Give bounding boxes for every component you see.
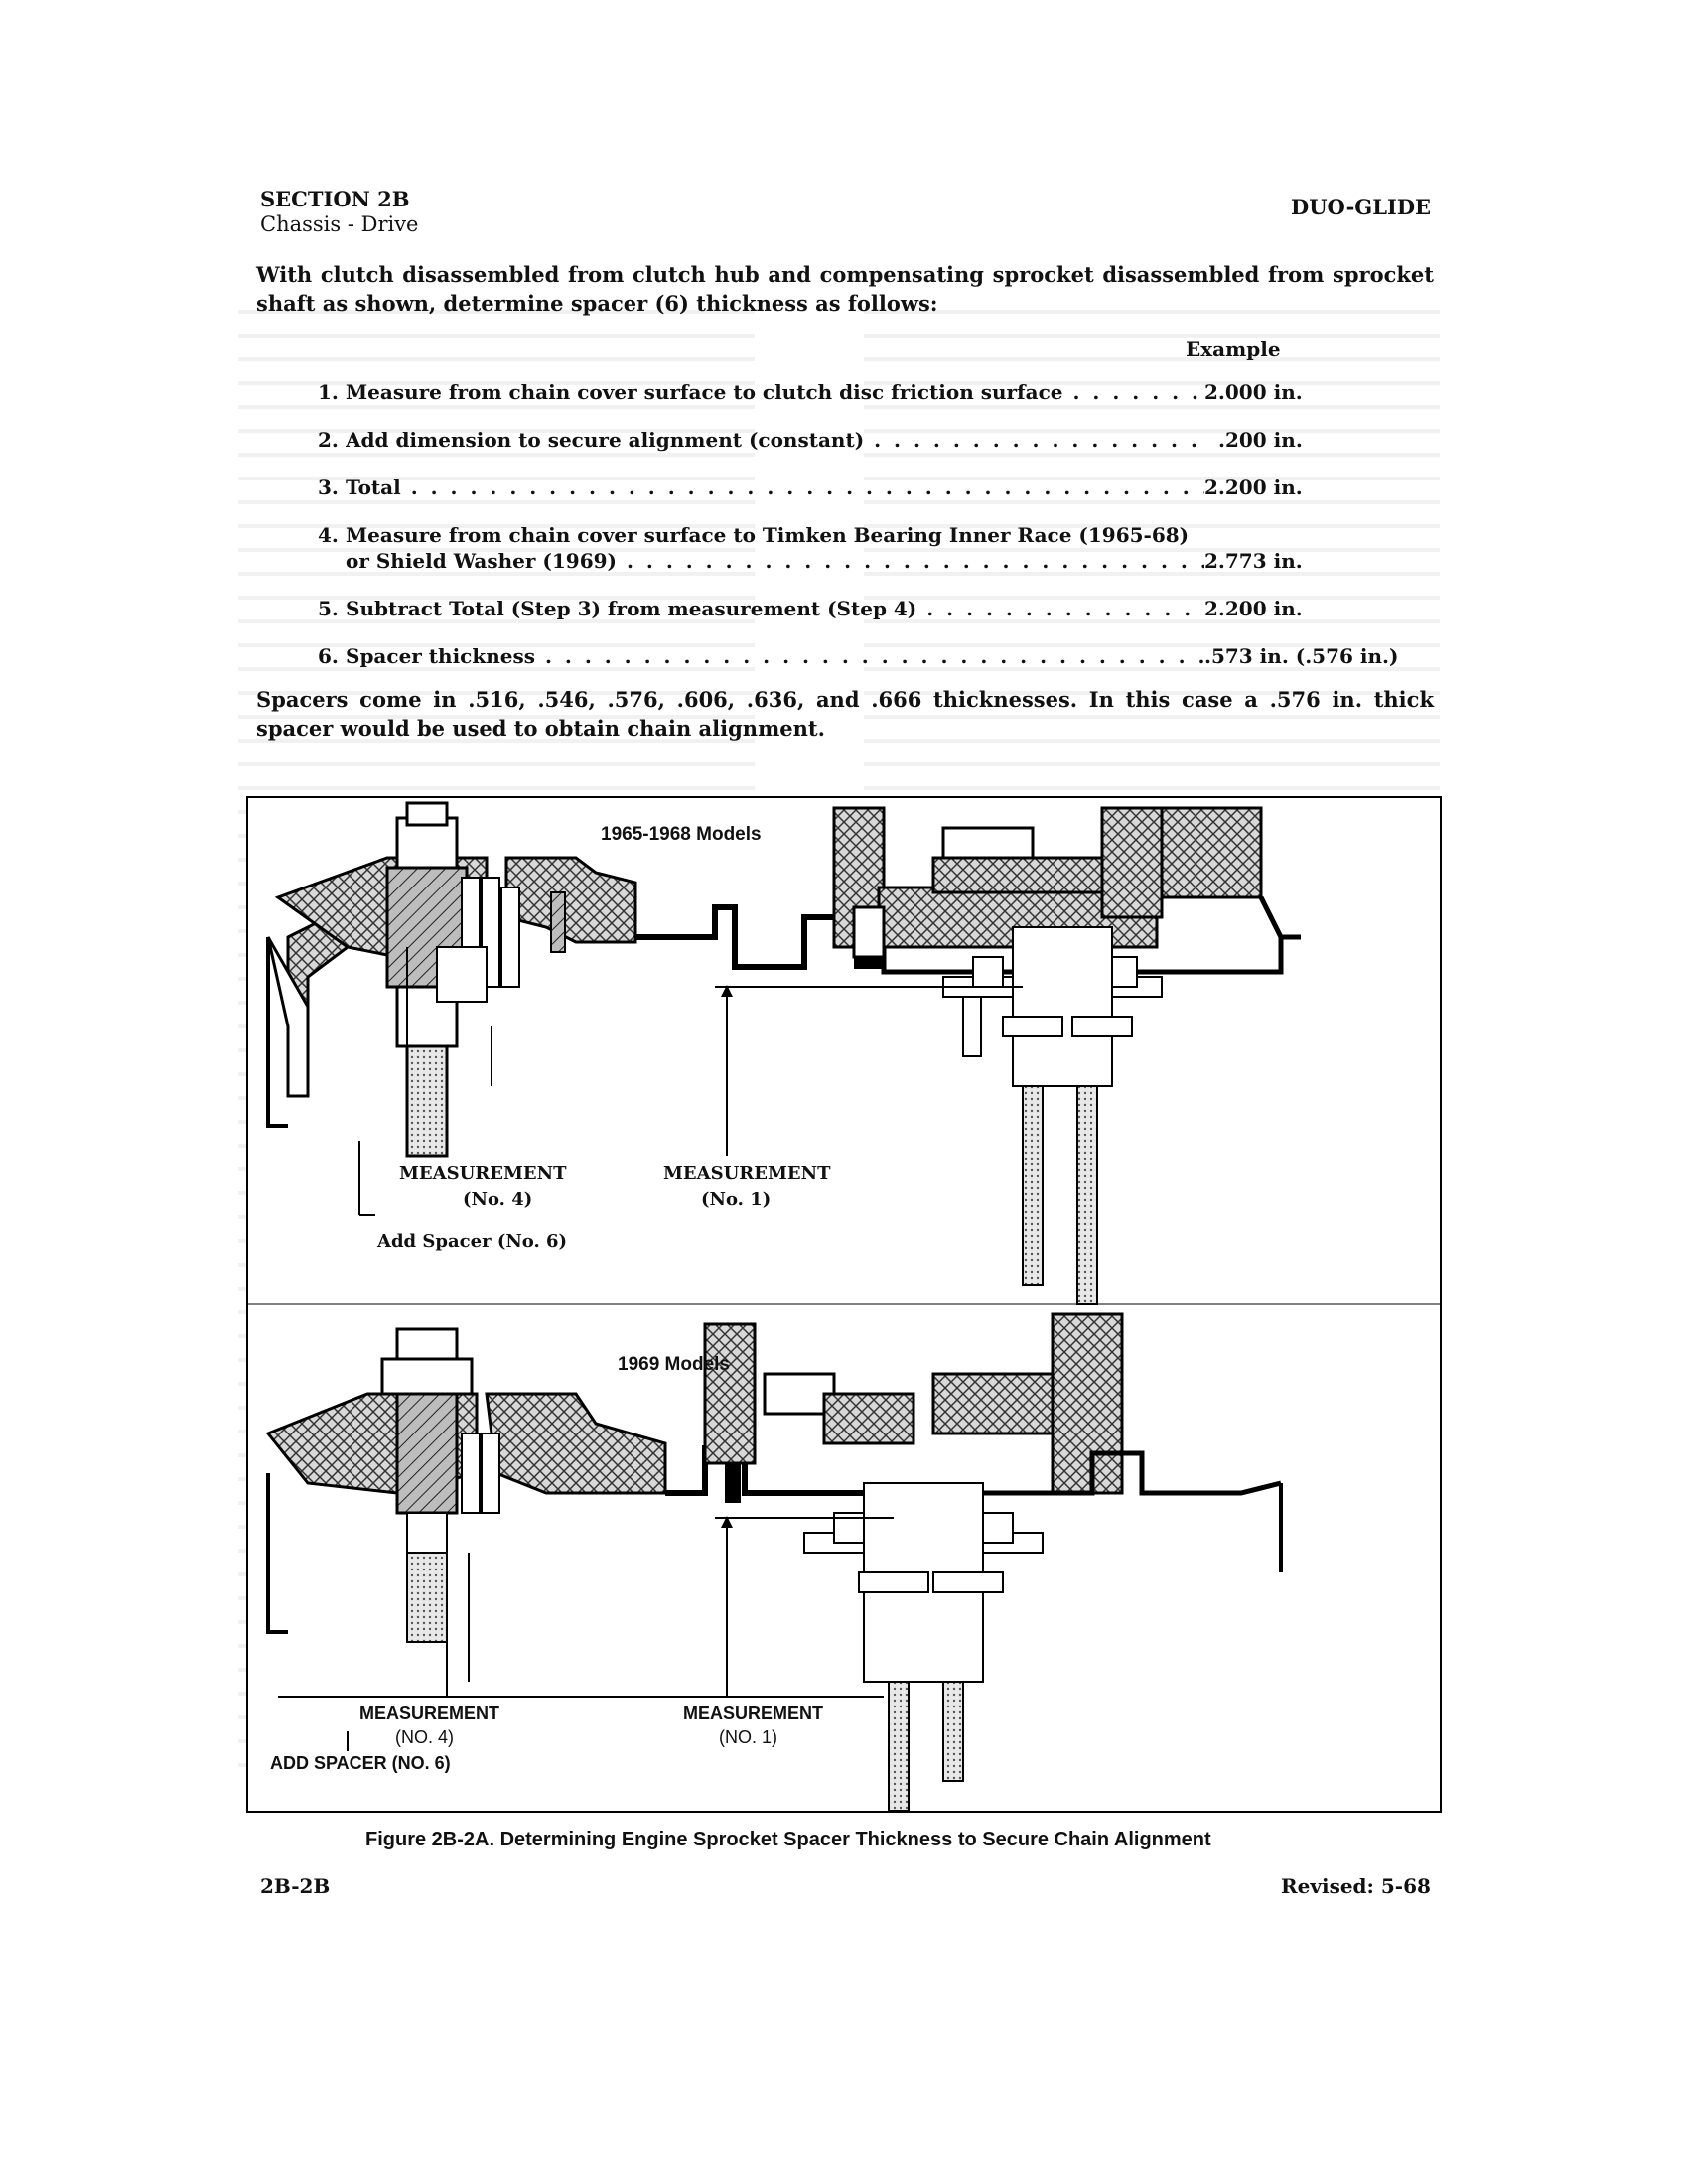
example-heading: Example [1186, 338, 1281, 361]
dot-leader: . . . . . . . . . . . . . . . . . . . . … [626, 549, 1204, 573]
step-text: or Shield Washer (1969) [346, 549, 617, 573]
step-number: 2. [318, 428, 339, 452]
figure-frame: 1965-1968 Models MEASUREMENT (No. 4) MEA… [246, 796, 1442, 1813]
step-number: 1. [318, 380, 339, 404]
bottom-measurement-4-no: (NO. 4) [395, 1727, 455, 1747]
step-row-continued: or Shield Washer (1969) . . . . . . . . … [318, 548, 1435, 575]
step-value: 2.000 in. [1204, 380, 1303, 404]
bottom-measurement-4-label: MEASUREMENT [359, 1704, 500, 1723]
intro-paragraph: With clutch disassembled from clutch hub… [256, 262, 1434, 316]
revised-date: Revised: 5-68 [1281, 1874, 1431, 1898]
figure-title-1969: 1969 Models [618, 1354, 730, 1375]
step-row: 3. Total . . . . . . . . . . . . . . . .… [318, 475, 1435, 501]
step-text: Measure from chain cover surface to clut… [346, 380, 1063, 404]
step-value: 2.200 in. [1204, 597, 1303, 620]
step-number-blank [318, 548, 346, 575]
model-label: DUO-GLIDE [1291, 195, 1432, 219]
step-text: Total [346, 476, 401, 499]
step-value: 2.200 in. [1204, 476, 1303, 499]
dot-leader: . . . . . . . . . . . . . . . . . . . . … [926, 597, 1204, 620]
figure-title-1965: 1965-1968 Models [601, 824, 762, 845]
dot-leader: . . . . . . . . . . . . . . . . . . . . … [874, 428, 1204, 452]
step-number: 6. [318, 644, 339, 668]
step-text-wrap: Add dimension to secure alignment (const… [346, 427, 1204, 454]
step-text-wrap: Total . . . . . . . . . . . . . . . . . … [346, 475, 1204, 501]
diagram-1965-1968 [266, 801, 1301, 1305]
step-number: 3. [318, 476, 339, 499]
dot-leader: . . . . . . . . . . . . . . . . . . . . … [410, 476, 1204, 499]
step-value: 2.773 in. [1204, 549, 1303, 573]
step-row: 5. Subtract Total (Step 3) from measurem… [318, 596, 1435, 622]
sprocket-diagram [248, 801, 1440, 1811]
step-text-wrap: Measure from chain cover surface to Timk… [346, 522, 1204, 549]
dot-leader: . . . . . . . . . . . . . . . . . . . . … [544, 644, 1204, 668]
top-measurement-4-label: MEASUREMENT [399, 1163, 567, 1184]
step-number: 5. [318, 597, 339, 620]
step-row: 6. Spacer thickness . . . . . . . . . . … [318, 643, 1435, 670]
top-add-spacer-label: Add Spacer (No. 6) [377, 1231, 568, 1252]
section-label: SECTION 2B [260, 187, 410, 211]
diagram-1969 [265, 1312, 1283, 1811]
step-text-wrap: Measure from chain cover surface to clut… [346, 379, 1204, 406]
top-measurement-4-no: (No. 4) [463, 1189, 533, 1210]
step-text-wrap: or Shield Washer (1969) . . . . . . . . … [346, 548, 1204, 575]
step-text-wrap: Spacer thickness . . . . . . . . . . . .… [346, 643, 1204, 670]
step-text: Spacer thickness [346, 644, 535, 668]
top-measurement-1-label: MEASUREMENT [663, 1163, 831, 1184]
bottom-measurement-1-label: MEASUREMENT [683, 1704, 824, 1723]
step-text-wrap: Subtract Total (Step 3) from measurement… [346, 596, 1204, 622]
step-value-spacer [1204, 522, 1435, 549]
spacers-note: Spacers come in .516, .546, .576, .606, … [256, 687, 1434, 741]
step-row: 2. Add dimension to secure alignment (co… [318, 427, 1435, 454]
dot-leader: . . . . . . . . . . . . . . . . . . . . … [1072, 380, 1204, 404]
step-row: 4. Measure from chain cover surface to T… [318, 522, 1435, 549]
step-number: 4. [318, 523, 339, 547]
subsection-label: Chassis - Drive [260, 212, 419, 236]
page-number: 2B-2B [260, 1874, 331, 1898]
figure-caption: Figure 2B-2A. Determining Engine Sprocke… [365, 1829, 1211, 1850]
step-value: .200 in. [1218, 428, 1303, 452]
step-value: .573 in. (.576 in.) [1204, 644, 1399, 668]
step-row: 1. Measure from chain cover surface to c… [318, 379, 1435, 406]
step-text: Subtract Total (Step 3) from measurement… [346, 597, 917, 620]
top-measurement-1-no: (No. 1) [701, 1189, 772, 1210]
bottom-measurement-1-no: (NO. 1) [719, 1727, 778, 1747]
step-text: Add dimension to secure alignment (const… [346, 428, 865, 452]
step-text: Measure from chain cover surface to Timk… [346, 523, 1190, 547]
bottom-add-spacer-label: ADD SPACER (NO. 6) [270, 1753, 451, 1773]
